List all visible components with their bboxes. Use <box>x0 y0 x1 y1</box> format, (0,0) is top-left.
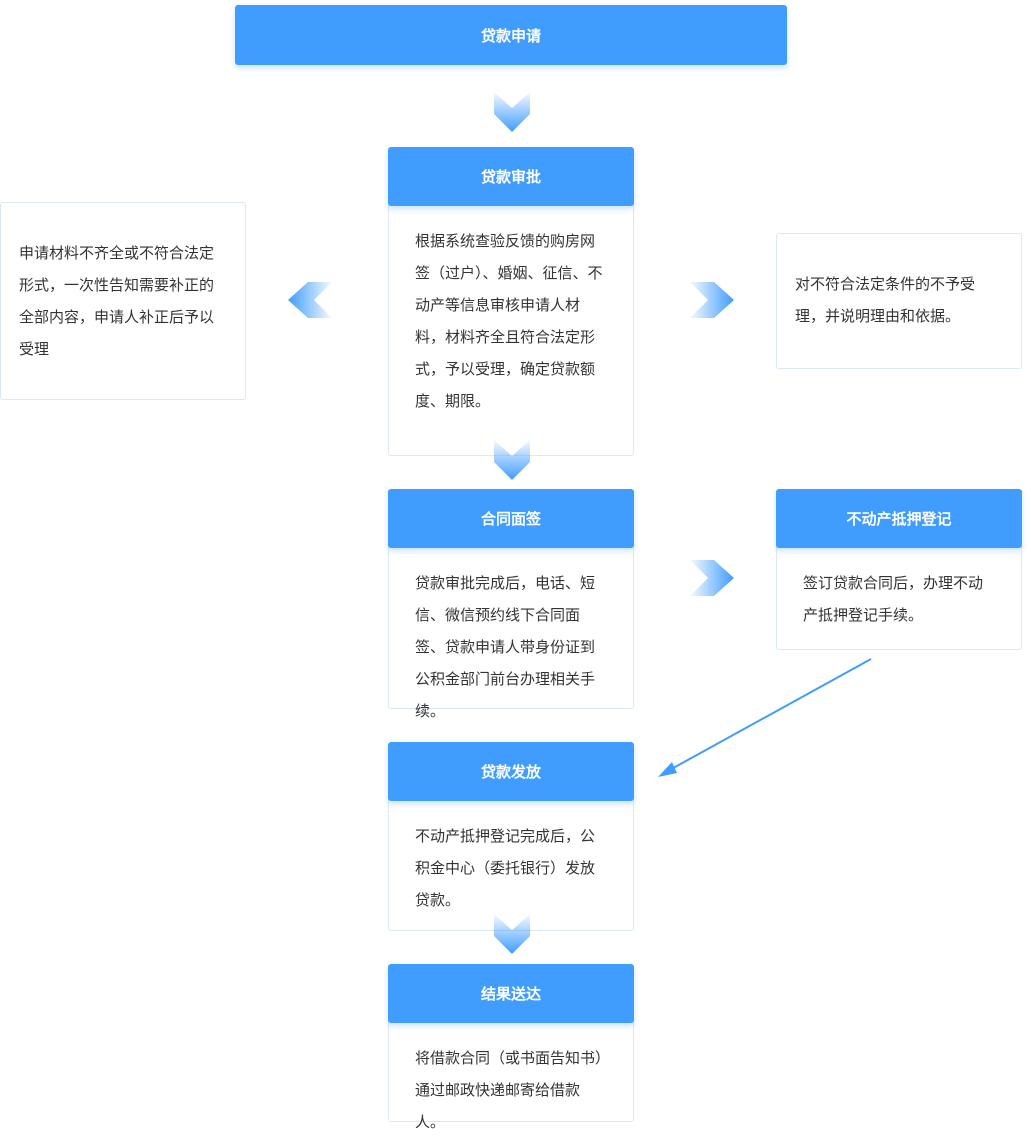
step-apply-title: 贷款申请 <box>480 26 541 45</box>
rejection-text: 对不符合法定条件的不予受理，并说明理由和依据。 <box>795 275 976 325</box>
step-sign-title: 合同面签 <box>480 510 541 528</box>
step-approve-text: 根据系统查验反馈的购房网签（过户）、婚姻、征信、不动产等信息审核申请人材料，材料… <box>415 232 603 410</box>
step-sign-text: 贷款审批完成后，电话、短信、微信预约线下合同面签、贷款申请人带身份证到公积金部门… <box>415 574 596 720</box>
step-sign-box: 贷款审批完成后，电话、短信、微信预约线下合同面签、贷款申请人带身份证到公积金部门… <box>388 542 634 720</box>
step-disburse-box: 不动产抵押登记完成后，公积金中心（委托银行）发放贷款。 <box>388 795 634 931</box>
step-deliver-text: 将借款合同（或书面告知书）通过邮政快递邮寄给借款人。 <box>415 1049 603 1131</box>
step-sign-header: 合同面签 <box>388 489 634 548</box>
step-mortgage-box: 签订贷款合同后，办理不动产抵押登记手续。 <box>776 542 1022 650</box>
step-deliver-title: 结果送达 <box>480 985 541 1003</box>
step-approve-title: 贷款审批 <box>480 168 541 186</box>
step-mortgage-title: 不动产抵押登记 <box>846 510 952 528</box>
step-mortgage-header: 不动产抵押登记 <box>776 489 1022 548</box>
chevron-down-icon <box>494 914 530 954</box>
chevron-down-icon <box>494 440 530 480</box>
step-disburse-title: 贷款发放 <box>480 763 541 781</box>
incomplete-materials-box: 申请材料不齐全或不符合法定形式，一次性告知需要补正的全部内容，申请人补正后予以受… <box>0 202 246 400</box>
chevron-right-icon <box>690 282 734 318</box>
chevron-right-icon <box>690 560 734 596</box>
step-deliver-header: 结果送达 <box>388 964 634 1023</box>
step-approve-header: 贷款审批 <box>388 147 634 206</box>
step-deliver-box: 将借款合同（或书面告知书）通过邮政快递邮寄给借款人。 <box>388 1017 634 1131</box>
diagonal-arrow-icon <box>658 658 872 777</box>
step-mortgage-text: 签订贷款合同后，办理不动产抵押登记手续。 <box>803 574 984 624</box>
step-disburse-text: 不动产抵押登记完成后，公积金中心（委托银行）发放贷款。 <box>415 827 596 909</box>
incomplete-materials-text: 申请材料不齐全或不符合法定形式，一次性告知需要补正的全部内容，申请人补正后予以受… <box>19 244 215 358</box>
step-disburse-header: 贷款发放 <box>388 742 634 801</box>
chevron-down-icon <box>494 92 530 132</box>
chevron-left-icon <box>288 282 332 318</box>
step-apply-header: 贷款申请 <box>235 5 787 65</box>
step-approve-box: 根据系统查验反馈的购房网签（过户）、婚姻、征信、不动产等信息审核申请人材料，材料… <box>388 200 634 456</box>
rejection-box: 对不符合法定条件的不予受理，并说明理由和依据。 <box>776 233 1022 369</box>
